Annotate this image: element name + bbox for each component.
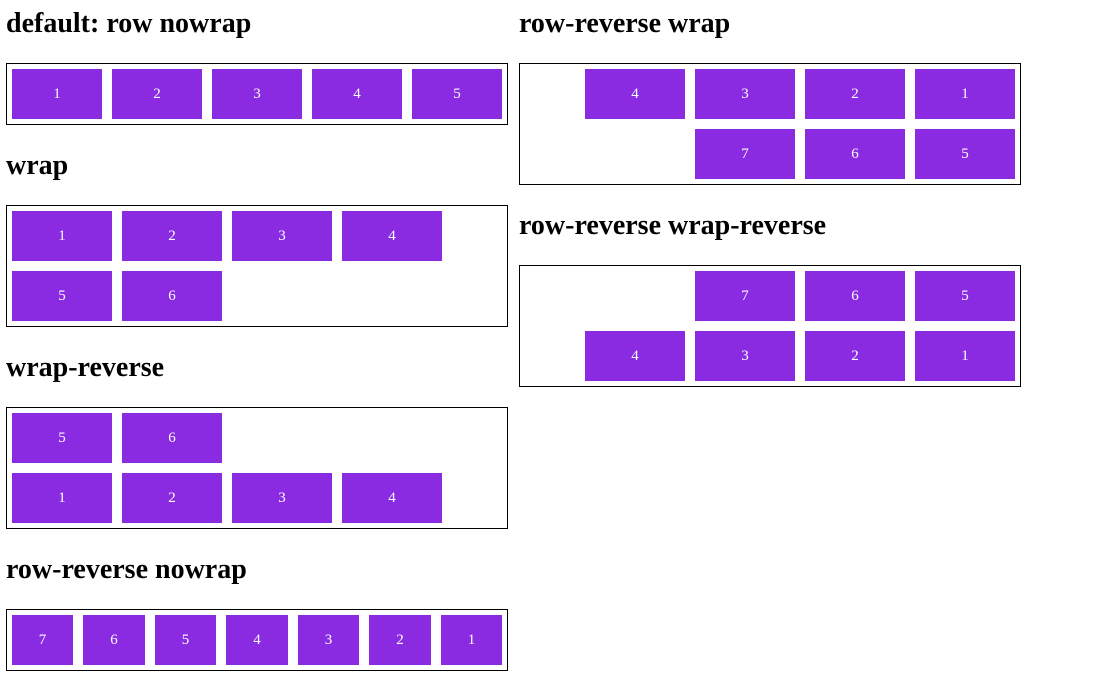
flex-item: 7 [695, 129, 795, 179]
flex-item: 3 [232, 211, 332, 261]
flex-item: 1 [12, 473, 112, 523]
flex-item: 1 [12, 211, 112, 261]
flex-item: 5 [12, 413, 112, 463]
flex-item: 1 [915, 331, 1015, 381]
flex-item: 5 [12, 271, 112, 321]
flex-item: 6 [122, 413, 222, 463]
flex-item: 2 [805, 69, 905, 119]
flex-item: 5 [915, 129, 1015, 179]
demo-title: default: row nowrap [6, 8, 252, 39]
flex-item: 1 [12, 69, 102, 119]
flex-item: 2 [805, 331, 905, 381]
flex-container: 4 3 2 1 7 6 5 [519, 63, 1021, 185]
flex-item: 4 [226, 615, 288, 665]
flex-item: 3 [232, 473, 332, 523]
demo-title: row-reverse wrap [519, 8, 731, 39]
flex-item: 6 [122, 271, 222, 321]
flex-item: 3 [695, 331, 795, 381]
demo-title: wrap [6, 150, 69, 181]
flex-item: 1 [915, 69, 1015, 119]
flex-container: 7 6 5 4 3 2 1 [6, 609, 508, 671]
demo-title: wrap-reverse [6, 352, 165, 383]
flex-item: 7 [12, 615, 73, 665]
flex-item: 5 [915, 271, 1015, 321]
flex-item: 4 [585, 69, 685, 119]
flex-item: 2 [122, 473, 222, 523]
flex-item: 6 [805, 129, 905, 179]
flex-item: 1 [441, 615, 502, 665]
flex-item: 3 [212, 69, 302, 119]
flex-item: 7 [695, 271, 795, 321]
flex-item: 4 [342, 473, 442, 523]
flex-container: 1 2 3 4 5 [6, 63, 508, 125]
flex-container: 7 6 5 4 3 2 1 [519, 265, 1021, 387]
flex-item: 5 [412, 69, 502, 119]
flex-item: 2 [122, 211, 222, 261]
flex-item: 5 [155, 615, 216, 665]
flex-item: 3 [298, 615, 359, 665]
flex-item: 4 [342, 211, 442, 261]
flex-container: 5 6 1 2 3 4 [6, 407, 508, 529]
flex-item: 2 [369, 615, 431, 665]
demo-title: row-reverse wrap-reverse [519, 210, 827, 241]
flex-item: 6 [805, 271, 905, 321]
flex-item: 4 [585, 331, 685, 381]
flex-item: 2 [112, 69, 202, 119]
flex-item: 3 [695, 69, 795, 119]
flex-item: 6 [83, 615, 145, 665]
demo-title: row-reverse nowrap [6, 554, 247, 585]
flex-container: 1 2 3 4 5 6 [6, 205, 508, 327]
flex-item: 4 [312, 69, 402, 119]
